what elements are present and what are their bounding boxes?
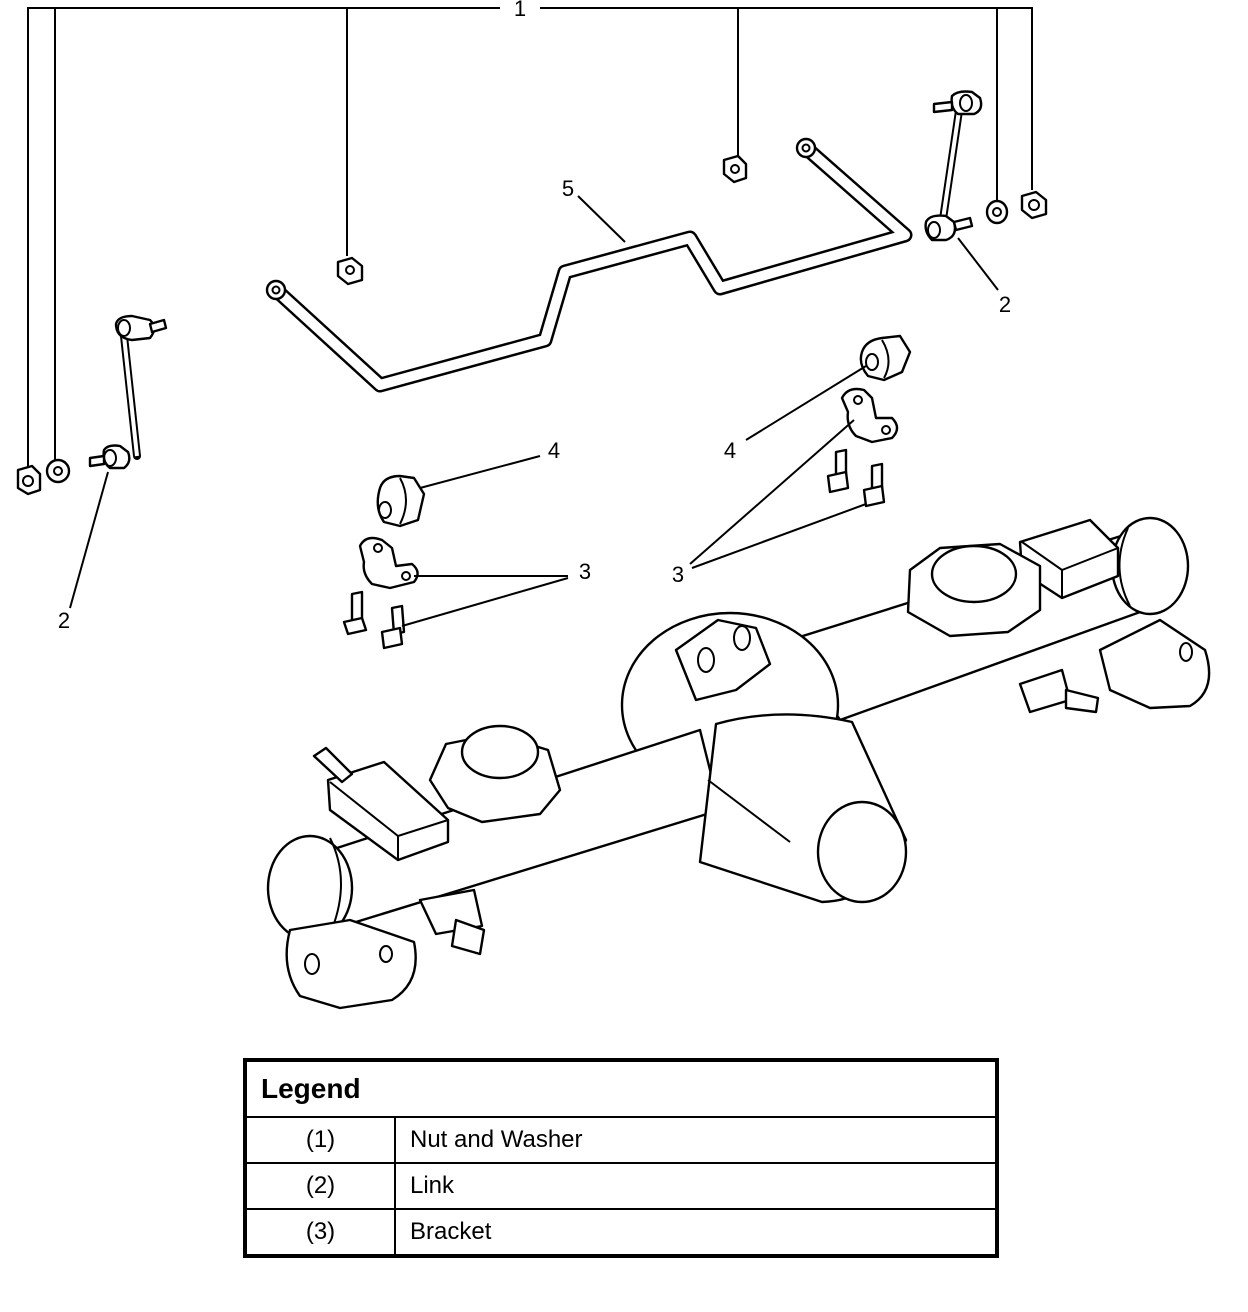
legend-row: (1) Nut and Washer [244,1116,998,1164]
callout-2-right-label: 2 [999,292,1011,317]
legend-row: (2) Link [244,1162,998,1210]
stabilizer-bar [265,137,913,393]
bushing-right [859,334,912,382]
bolt-left-a [342,590,368,636]
callout-2-left-label: 2 [58,608,70,633]
callout-3-right-label: 3 [672,562,684,587]
bracket-left [358,536,419,590]
link-left [88,314,168,470]
callout-1-leaders [27,7,1033,468]
callout-3-left-label: 3 [579,559,591,584]
rear-axle-housing [266,516,1211,1010]
bracket-right [840,387,899,444]
nut-bar-right [722,154,748,184]
legend-row-number: (1) [244,1116,396,1164]
callout-1-label: 1 [514,0,526,21]
legend-row-description: Bracket [394,1208,998,1257]
legend-row: (3) Bracket [244,1208,998,1257]
bolt-left-b [380,604,406,650]
nut-right-outer [1020,190,1048,220]
callout-5-label: 5 [562,176,574,201]
legend-row-description: Nut and Washer [394,1116,998,1164]
link-right [924,90,983,242]
washer-left [45,458,71,484]
bushing-left [376,474,426,528]
washer-right [985,199,1009,225]
legend-row-number: (3) [244,1208,396,1257]
legend-row-description: Link [394,1162,998,1210]
callout-4-right-label: 4 [724,438,736,463]
bolt-right-b [862,462,886,508]
exploded-diagram: 1 5 [16,0,1211,1010]
nut-left-outer [16,464,42,496]
legend-row-number: (2) [244,1162,396,1210]
bolt-right-a [826,448,850,494]
nut-bar-left [336,256,364,286]
legend-header-row: Legend [244,1059,998,1118]
callout-4-left-label: 4 [548,438,560,463]
legend-table: Legend (1) Nut and Washer (2) Link (3) B… [243,1058,999,1258]
legend-title: Legend [244,1059,998,1118]
